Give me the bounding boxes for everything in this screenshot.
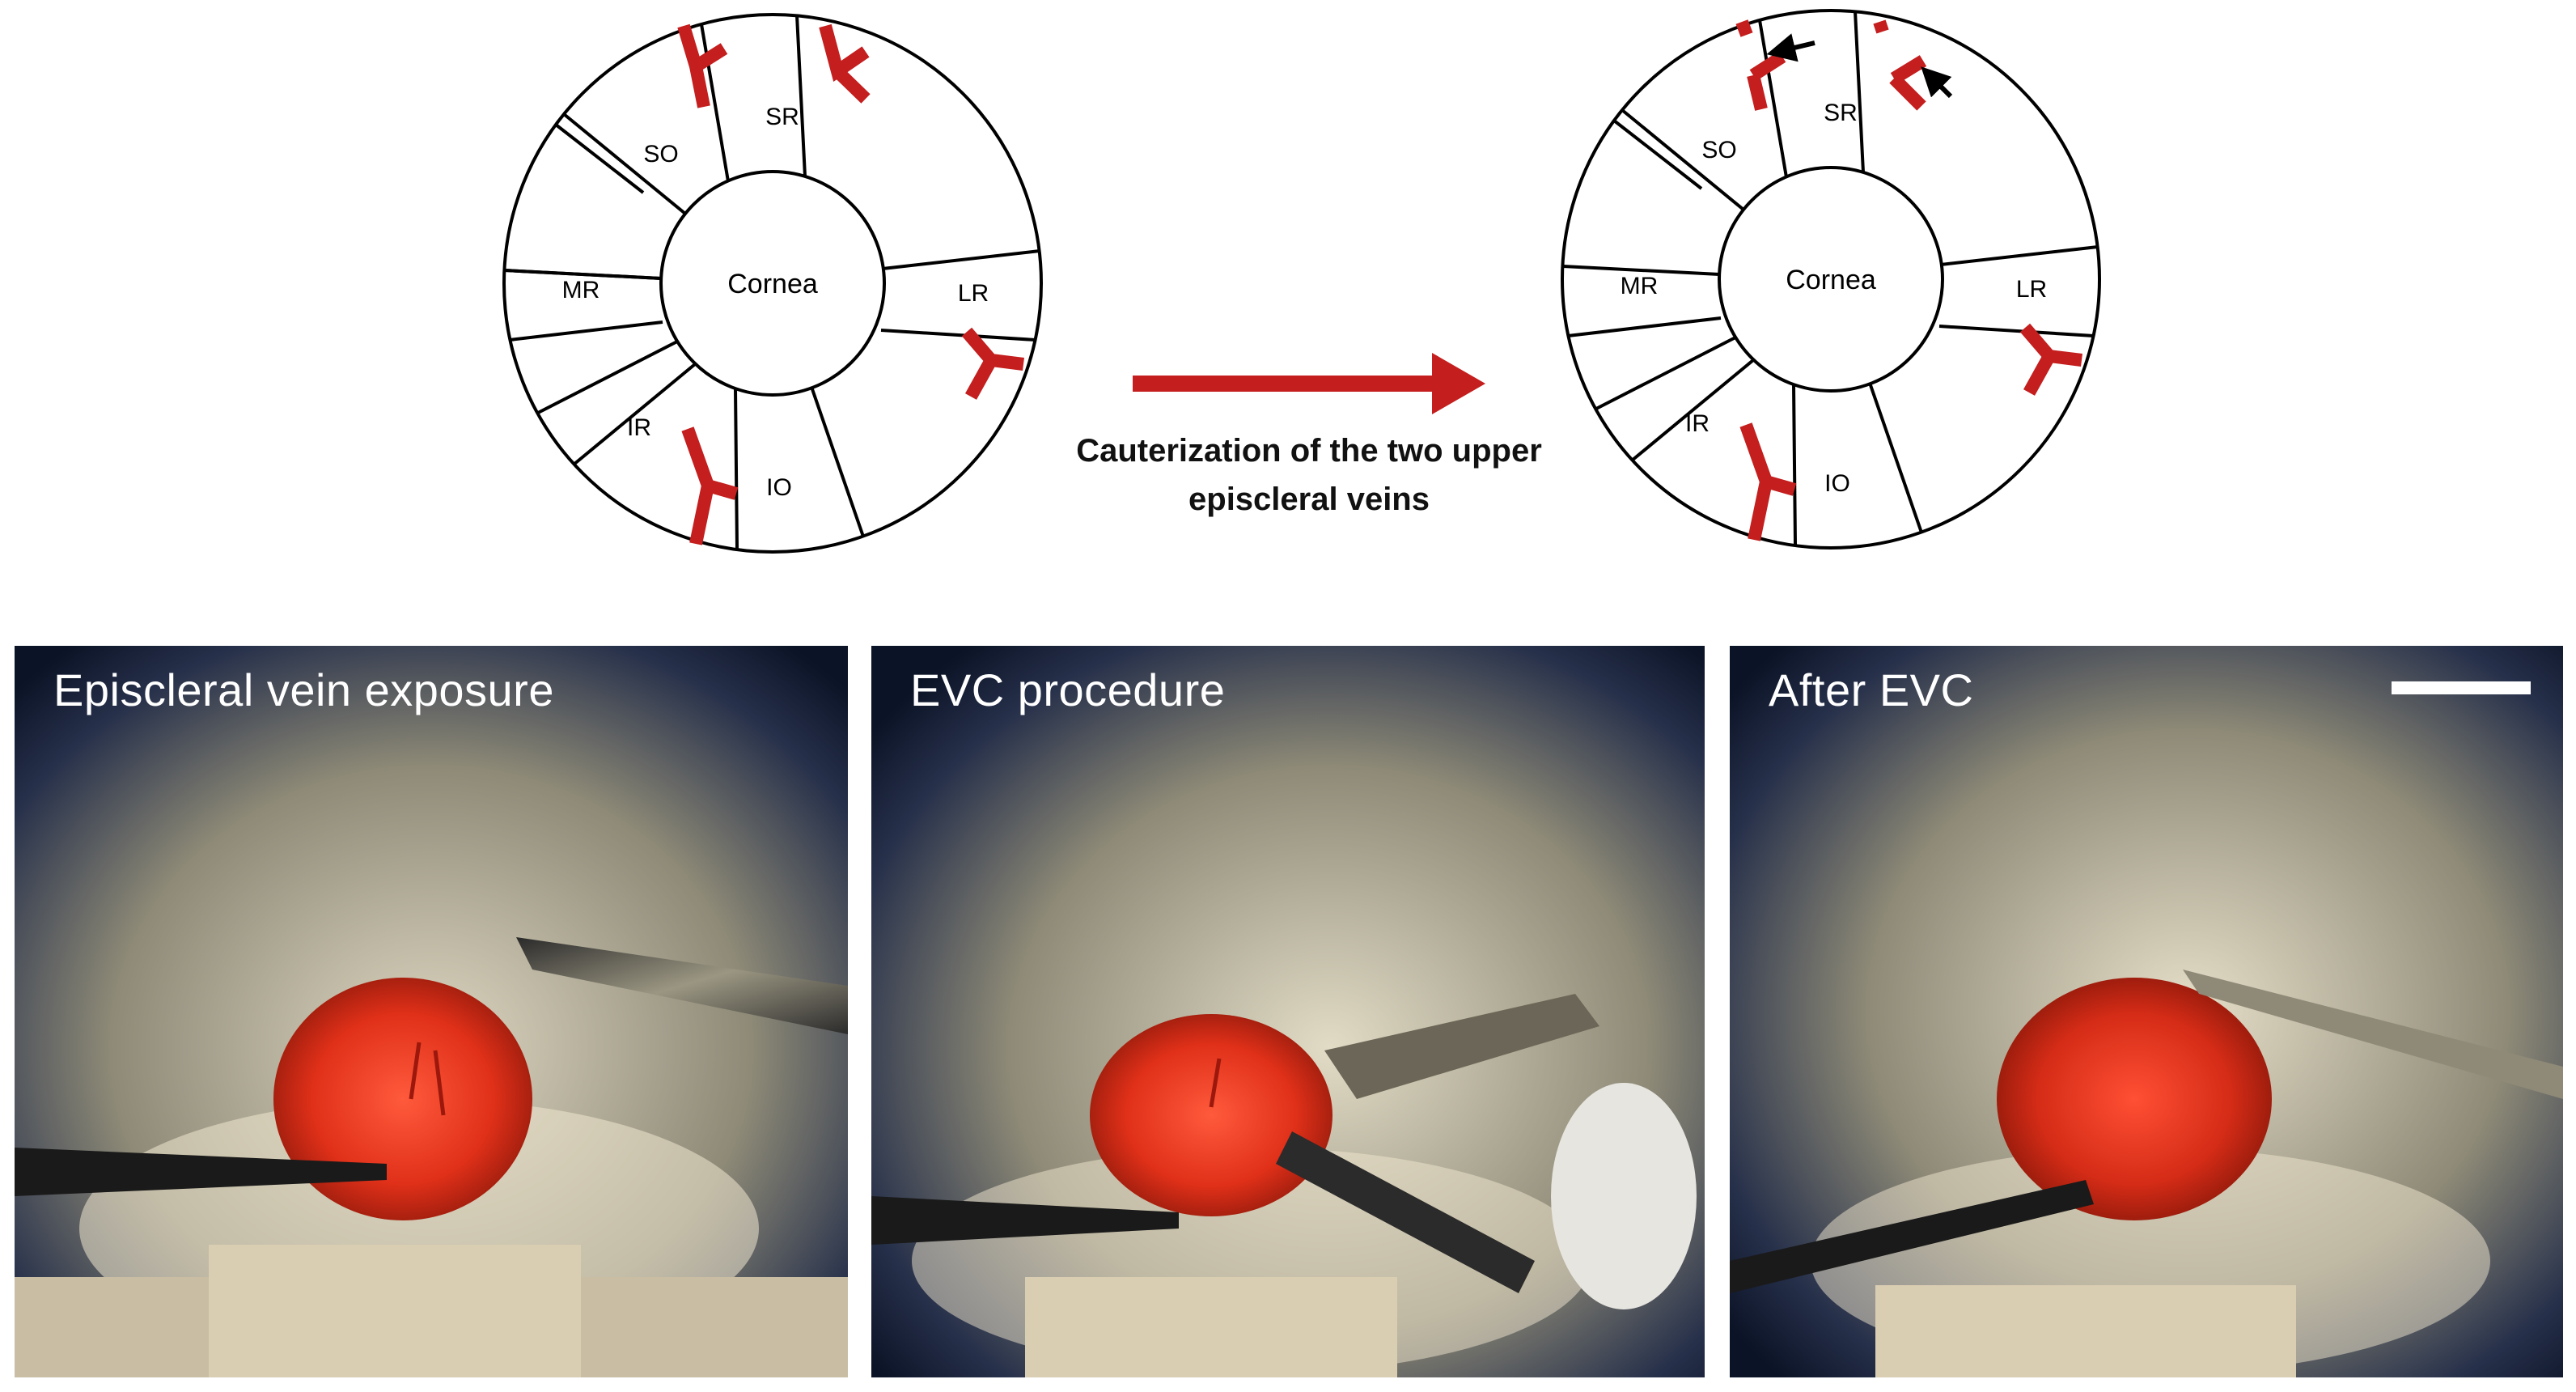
surgical-photo-image — [15, 646, 848, 1377]
muscle-label-sr: SR — [1824, 100, 1858, 126]
muscle-label-sr: SR — [765, 104, 799, 130]
schematic-diagram: Cornea SR SO MR IR IO LR Cauterization o… — [502, 9, 2101, 554]
muscle-label-io: IO — [766, 474, 792, 501]
cornea-label: Cornea — [1786, 265, 1876, 295]
muscle-label-ir: IR — [627, 414, 651, 441]
muscle-label-ir: IR — [1685, 410, 1710, 437]
eye-diagram-before: Cornea SR SO MR IR IO LR — [502, 13, 1043, 554]
muscle-label-so: SO — [643, 141, 678, 168]
photo-label: After EVC — [1769, 664, 1974, 715]
muscle-label-so: SO — [1701, 137, 1736, 163]
eye-diagram-after: Cornea SR SO MR IR IO LR — [1561, 9, 2101, 550]
cornea-circle — [1718, 166, 1944, 393]
caption-line-2: episcleral veins — [1188, 482, 1430, 517]
photo-label: Episcleral vein exposure — [53, 664, 554, 715]
surgical-photo-image — [1730, 646, 2563, 1377]
muscle-label-mr: MR — [562, 277, 600, 303]
photo-panel-after: After EVC — [1730, 646, 2563, 1377]
process-arrow — [1133, 353, 1485, 414]
muscle-dividers — [1562, 11, 2099, 545]
caption-line-1: Cauterization of the two upper — [1076, 433, 1542, 469]
cornea-label: Cornea — [727, 269, 818, 299]
muscle-label-lr: LR — [958, 280, 989, 307]
photo-label: EVC procedure — [910, 664, 1226, 715]
episcleral-veins — [677, 23, 1024, 545]
muscle-label-lr: LR — [2016, 276, 2047, 303]
cauterization-pointers — [1766, 33, 1953, 99]
scale-bar — [2392, 681, 2531, 694]
cornea-circle — [659, 170, 886, 397]
muscle-label-mr: MR — [1621, 273, 1659, 299]
surgical-photo-image — [871, 646, 1705, 1377]
photo-panel-procedure: EVC procedure — [871, 646, 1705, 1377]
muscle-label-io: IO — [1824, 470, 1850, 497]
muscle-dividers — [504, 15, 1040, 550]
photo-panel-exposure: Episcleral vein exposure — [15, 646, 848, 1377]
